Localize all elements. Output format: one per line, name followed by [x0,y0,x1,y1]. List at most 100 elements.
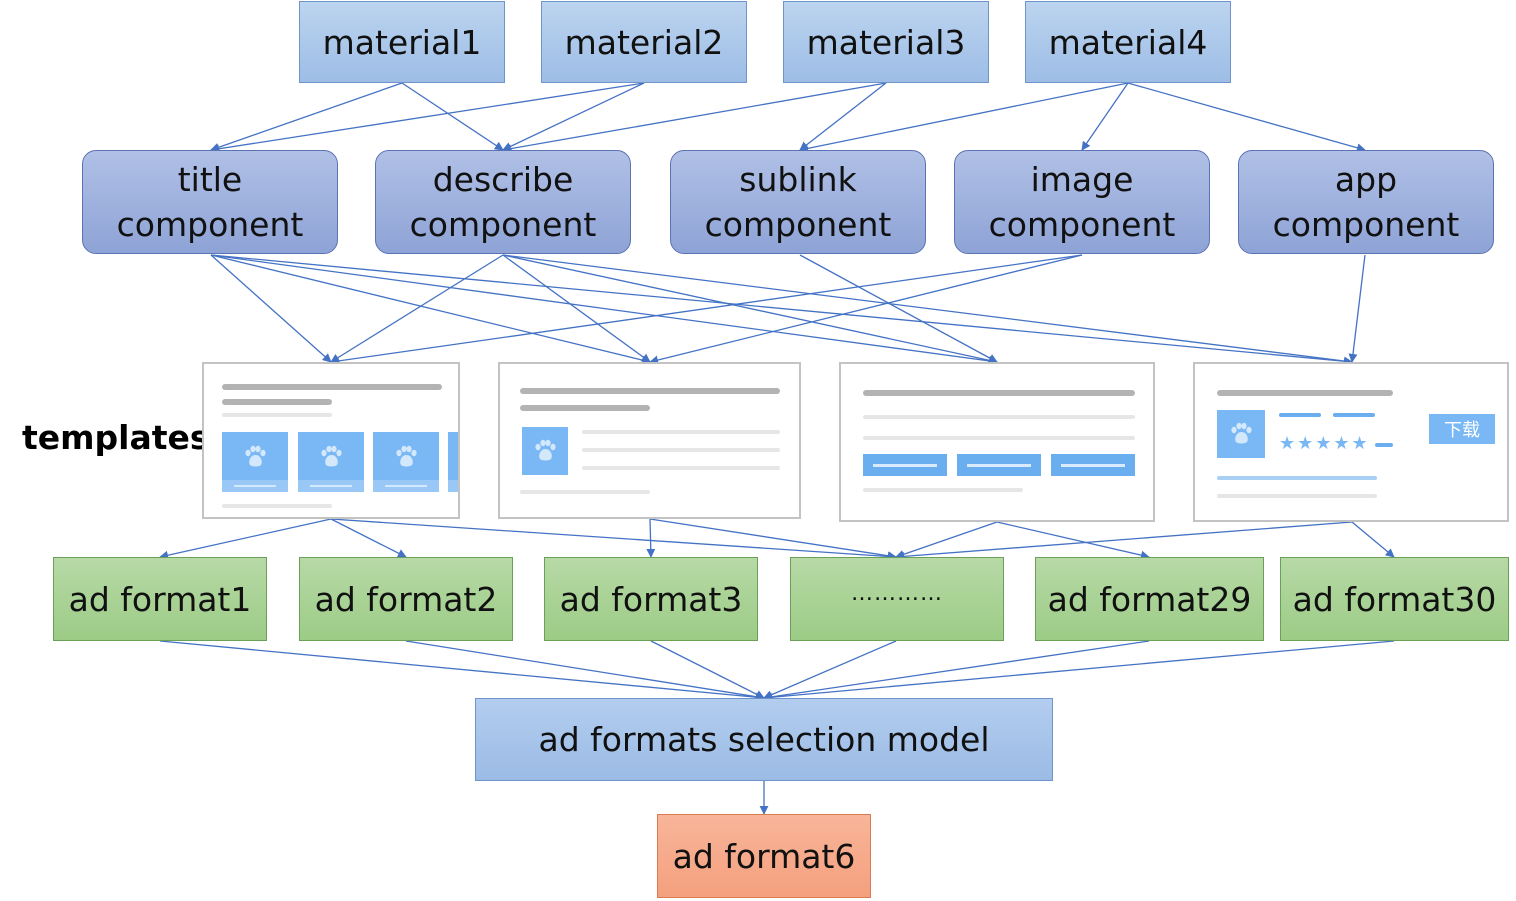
template-title-line [222,384,442,390]
ad-format-ellipsis-label: ………… [851,580,943,606]
title-component-box: title component [82,150,338,254]
describe-component-label: describe component [409,160,597,244]
edge-tpl2-format3 [646,518,656,558]
edge-material1-title [210,82,403,152]
ad-format2-label: ad format2 [314,579,498,619]
material4-box: material4 [1025,1,1231,83]
edge-material2-title [210,82,645,154]
sublink-placeholder [957,454,1041,476]
edge-material2-describe [502,82,645,151]
template-4-thumbnail: ★★★★★ 下载 [1193,362,1509,522]
template-title-line [1217,390,1393,396]
edge-image-tpl1 [330,254,1083,366]
template-text-line [222,504,332,508]
ad-format-ellipsis-box: ………… [790,557,1004,641]
image-placeholder [522,427,568,475]
template-text-line [1333,413,1375,417]
template-3-thumbnail [839,362,1155,522]
sublink-component-box: sublink component [670,150,926,254]
image-component-label: image component [988,160,1176,244]
result-format-box: ad format6 [657,814,871,898]
material1-box: material1 [299,1,505,83]
template-text-line [863,436,1135,440]
edge-dots-model [763,640,897,699]
paw-icon [245,445,266,467]
sublink-placeholder [863,454,947,476]
ad-format29-box: ad format29 [1035,557,1264,641]
ad-format29-label: ad format29 [1047,579,1252,619]
template-text-line [863,415,1135,419]
paw-icon [535,439,556,461]
download-button: 下载 [1429,414,1495,444]
edge-format2-model [405,640,765,702]
edge-describe-tpl4 [502,254,1353,366]
edge-format1-model [159,640,765,702]
sublink-placeholder [1051,454,1135,476]
result-format-label: ad format6 [672,836,856,876]
templates-label: templates [22,418,210,457]
edge-material3-sublink [799,82,887,151]
edge-format30-model [763,640,1395,702]
template-title-line [222,399,332,405]
image-placeholder [373,432,439,492]
ad-format2-box: ad format2 [299,557,513,641]
edge-describe-tpl3 [502,254,998,365]
ad-format1-label: ad format1 [68,579,252,619]
template-text-line [863,488,1023,492]
ad-format3-label: ad format3 [559,579,743,619]
image-placeholder [222,432,288,492]
edge-material1-describe [401,82,504,151]
app-icon-placeholder [1217,410,1265,458]
edge-tpl1-dots [330,518,897,561]
image-component-box: image component [954,150,1210,254]
title-component-label: title component [116,160,304,244]
template-2-thumbnail [498,362,801,519]
template-title-line [863,390,1135,396]
edge-material3-describe [502,82,887,154]
app-component-box: app component [1238,150,1494,254]
paw-icon [321,445,342,467]
material1-label: material1 [322,22,482,62]
material4-label: material4 [1048,22,1208,62]
edge-material4-sublink [799,82,1129,153]
template-1-thumbnail [202,362,460,519]
edge-title-tpl3 [210,254,998,366]
template-title-line [520,405,650,411]
ad-format3-box: ad format3 [544,557,758,641]
sublink-component-label: sublink component [704,160,892,244]
ad-format30-box: ad format30 [1280,557,1509,641]
material3-label: material3 [806,22,966,62]
image-placeholder [298,432,364,492]
edge-tpl1-format2 [330,518,407,558]
edge-title-tpl2 [210,254,651,365]
material3-box: material3 [783,1,989,83]
edge-describe-tpl2 [502,254,651,363]
template-title-line [520,388,780,394]
app-component-label: app component [1272,160,1460,244]
paw-icon [396,445,417,467]
edge-format3-model [650,640,765,699]
edge-describe-tpl1 [330,254,504,363]
template-text-line [582,466,780,470]
material2-label: material2 [564,22,724,62]
edge-app-tpl4 [1348,254,1366,363]
template-text-line [1217,476,1377,480]
edge-tpl3-dots [895,521,998,559]
ad-format30-label: ad format30 [1292,579,1497,619]
describe-component-box: describe component [375,150,631,254]
edge-material4-app [1127,82,1366,153]
edge-tpl1-format1 [159,518,332,560]
edge-tpl3-format29 [996,521,1150,560]
paw-icon [1231,422,1252,444]
edge-image-tpl2 [649,254,1083,365]
template-text-line [520,490,650,494]
edge-tpl2-dots [649,518,897,561]
ad-format1-box: ad format1 [53,557,267,641]
selection-model-label: ad formats selection model [538,720,990,759]
template-text-line [1375,443,1393,447]
template-text-line [582,448,780,452]
selection-model-box: ad formats selection model [475,698,1053,781]
template-text-line [1279,413,1321,417]
image-placeholder [448,432,458,492]
